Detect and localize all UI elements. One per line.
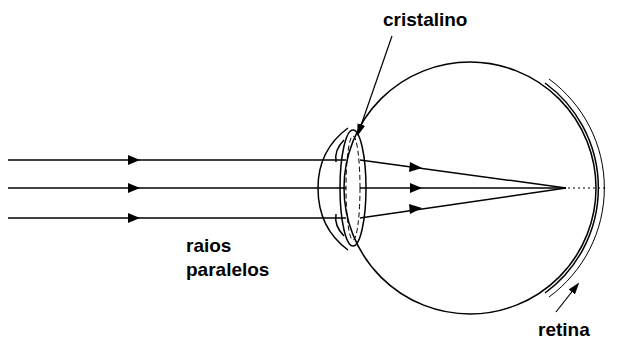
leader-line [556, 284, 578, 312]
part-label: cristalino [383, 8, 523, 32]
eyeball-outline [344, 62, 596, 314]
part-label: retina [538, 318, 628, 342]
light-rays [8, 160, 566, 218]
lens-inner [346, 136, 360, 240]
optical-axis [568, 187, 606, 188]
part-label: raios paralelos [186, 234, 286, 282]
leader-line [358, 36, 392, 134]
ray-arrowheads [128, 155, 422, 223]
